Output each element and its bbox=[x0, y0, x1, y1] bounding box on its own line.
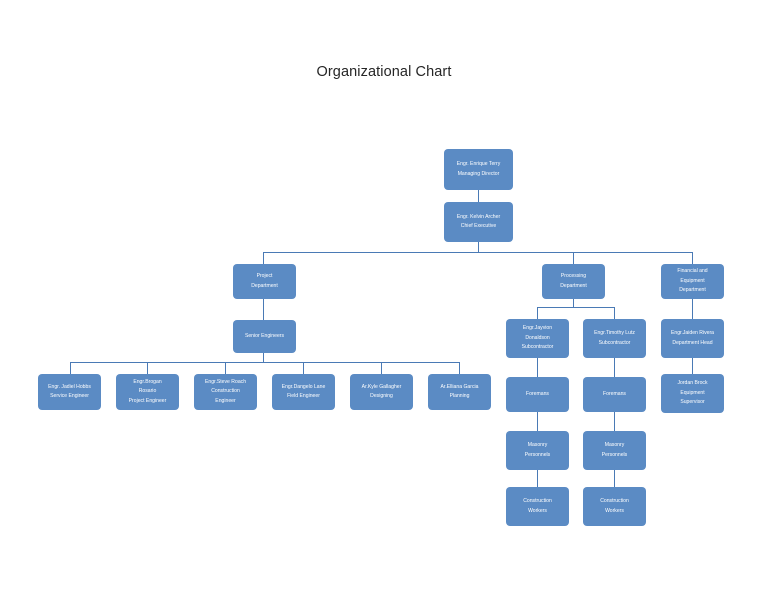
node-line: Department bbox=[679, 287, 706, 294]
node-line: Donaldson bbox=[525, 334, 550, 341]
connector-masonry-left-to-workers bbox=[537, 470, 539, 488]
node-line: Equipment bbox=[680, 389, 705, 396]
node-line: Foremans bbox=[526, 390, 549, 397]
node-masonry-personnels-left[interactable]: Masonry Personnels bbox=[506, 431, 569, 470]
node-financial-equipment-department[interactable]: Financial and Equipment Department bbox=[661, 264, 724, 299]
node-jordan-brock[interactable]: Jordan Brock Equipment Supervisor bbox=[661, 374, 724, 413]
node-line: Designing bbox=[370, 393, 393, 399]
node-steve-roach[interactable]: Engr.Steve Roach Construction Engineer bbox=[194, 374, 257, 410]
node-line: Subcontractor bbox=[521, 344, 554, 351]
node-chief-executive[interactable]: Engr. Kelvin Archer Chief Executive bbox=[444, 202, 513, 242]
node-line: Workers bbox=[605, 507, 624, 514]
node-line: Project Engineer bbox=[128, 397, 167, 404]
node-line: Project bbox=[256, 273, 273, 280]
node-line: Engr. Enrique Terry bbox=[456, 161, 501, 168]
node-line: Engr.Jaiden Rivera bbox=[670, 330, 715, 337]
node-kyle-gallagher[interactable]: Ar.Kyle Gallagher Designing bbox=[350, 374, 413, 410]
node-dangelo-lane[interactable]: Engr.Dangelo Lane Field Engineer bbox=[272, 374, 335, 410]
node-line: Processing bbox=[560, 273, 587, 280]
node-line: Senior Engineers bbox=[244, 332, 285, 339]
node-line: Supervisor bbox=[680, 399, 705, 406]
node-line: Personnels bbox=[601, 451, 628, 458]
node-line: Masonry bbox=[604, 442, 625, 449]
connector-foremans-left-to-masonry bbox=[537, 412, 539, 432]
node-line: Planning bbox=[449, 393, 470, 399]
connector-drop-dangelo bbox=[303, 362, 305, 374]
node-masonry-personnels-right[interactable]: Masonry Personnels bbox=[583, 431, 646, 470]
node-timothy-lutz[interactable]: Engr.Timothy Lutz Subcontractor bbox=[583, 319, 646, 358]
connector-bus-level2 bbox=[263, 252, 692, 254]
node-jaiden-rivera[interactable]: Engr.Jaiden Rivera Department Head bbox=[661, 319, 724, 358]
node-project-department[interactable]: Project Department bbox=[233, 264, 296, 299]
node-line: Subcontractor bbox=[598, 339, 631, 346]
node-line: Masonry bbox=[527, 442, 548, 449]
connector-drop-brogan bbox=[147, 362, 149, 374]
node-line: Ar.Elliana Garcia bbox=[440, 383, 479, 390]
connector-masonry-right-to-workers bbox=[614, 470, 616, 488]
node-line: Foremans bbox=[603, 390, 626, 397]
connector-drop-financial-dept bbox=[692, 252, 694, 265]
node-line: Engr.Steve Roach bbox=[204, 378, 247, 385]
node-brogan-rosario[interactable]: Engr.Brogan Rosario Project Engineer bbox=[116, 374, 179, 410]
node-line: Jordan Brock bbox=[677, 380, 708, 387]
node-senior-engineers[interactable]: Senior Engineers bbox=[233, 320, 296, 353]
node-line: Engr.Brogan bbox=[133, 378, 162, 385]
node-processing-department[interactable]: Processing Department bbox=[542, 264, 605, 299]
node-line: Engineer bbox=[215, 397, 236, 404]
node-line: Financial and bbox=[677, 268, 708, 275]
node-line: Ar.Kyle Gallagher bbox=[361, 383, 402, 390]
connector-jayvion-to-foremans bbox=[537, 358, 539, 378]
connector-drop-jadiel bbox=[70, 362, 72, 374]
page-title: Organizational Chart bbox=[316, 64, 452, 80]
connector-processing-down bbox=[573, 298, 575, 308]
node-line: Rosario bbox=[138, 388, 157, 395]
node-line: Construction bbox=[600, 498, 629, 505]
node-elliana-garcia[interactable]: Ar.Elliana Garcia Planning bbox=[428, 374, 491, 410]
connector-jaiden-to-jordan bbox=[692, 358, 694, 374]
node-line: Engr. Kelvin Archer bbox=[456, 213, 501, 220]
connector-drop-jayvion bbox=[537, 307, 539, 319]
connector-bus-engineers bbox=[70, 362, 460, 364]
node-foremans-left[interactable]: Foremans bbox=[506, 377, 569, 412]
node-managing-director[interactable]: Engr. Enrique Terry Managing Director bbox=[444, 149, 513, 190]
node-line: Equipment bbox=[680, 277, 705, 284]
connector-financial-to-jaiden bbox=[692, 298, 694, 319]
node-line: Personnels bbox=[524, 451, 551, 458]
connector-drop-timothy bbox=[614, 307, 616, 319]
connector-drop-project-dept bbox=[263, 252, 265, 265]
connector-project-to-senior bbox=[263, 298, 265, 320]
node-line: Service Engineer bbox=[50, 393, 89, 399]
node-line: Field Engineer bbox=[287, 393, 320, 399]
connector-drop-kyle bbox=[381, 362, 383, 374]
node-line: Managing Director bbox=[457, 170, 500, 177]
node-jadiel-hobbs[interactable]: Engr. Jadiel Hobbs Service Engineer bbox=[38, 374, 101, 410]
connector-ce-down bbox=[478, 241, 480, 253]
node-line: Department Head bbox=[672, 339, 713, 346]
node-line: Engr.Dangelo Lane bbox=[281, 383, 326, 390]
node-foremans-right[interactable]: Foremans bbox=[583, 377, 646, 412]
connector-md-to-ce bbox=[478, 189, 480, 210]
node-line: Department bbox=[251, 282, 278, 289]
node-line: Department bbox=[560, 282, 587, 289]
node-construction-workers-right[interactable]: Construction Workers bbox=[583, 487, 646, 526]
node-line: Chief Executive bbox=[460, 223, 497, 229]
connector-timothy-to-foremans bbox=[614, 358, 616, 378]
connector-foremans-right-to-masonry bbox=[614, 412, 616, 432]
node-line: Engr.Jayvion bbox=[522, 325, 553, 332]
connector-drop-steve bbox=[225, 362, 227, 374]
connector-drop-elliana bbox=[459, 362, 461, 374]
node-line: Engr. Jadiel Hobbs bbox=[48, 383, 91, 390]
node-line: Construction bbox=[211, 388, 240, 395]
node-line: Construction bbox=[523, 498, 552, 505]
connector-bus-processing bbox=[537, 307, 615, 309]
connector-senior-down bbox=[263, 352, 265, 363]
node-line: Engr.Timothy Lutz bbox=[594, 330, 635, 337]
node-jayvion-donaldson[interactable]: Engr.Jayvion Donaldson Subcontractor bbox=[506, 319, 569, 358]
node-construction-workers-left[interactable]: Construction Workers bbox=[506, 487, 569, 526]
node-line: Workers bbox=[528, 507, 547, 514]
connector-drop-processing-dept bbox=[573, 252, 575, 265]
